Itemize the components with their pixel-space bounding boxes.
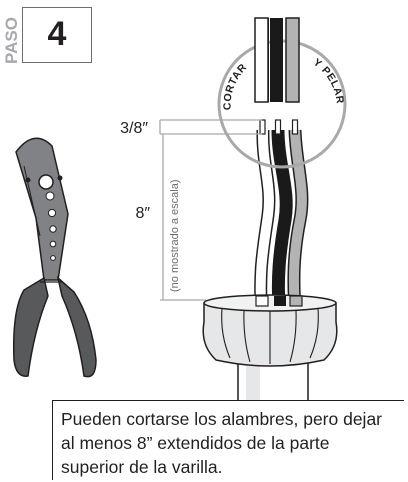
step-number-box: 4 [22, 7, 92, 63]
step-number: 4 [47, 15, 67, 53]
dimension-lines [159, 119, 262, 301]
stripped-wire-ends [259, 119, 299, 135]
instruction-caption: Pueden cortarse los alambres, pero dejar… [52, 400, 404, 480]
stripper-pliers [12, 137, 97, 378]
cut-wire-section [254, 17, 300, 103]
step-prefix-text: PASO [2, 17, 20, 64]
gray-wire [287, 129, 309, 321]
white-wire [254, 129, 276, 321]
wires-into-nut [255, 295, 303, 307]
wire-nut [202, 294, 338, 367]
black-wire [271, 129, 293, 321]
step-prefix-label: PASO [2, 17, 20, 64]
cut-label: CORTAR [222, 61, 250, 110]
instruction-text: Pueden cortarse los alambres, pero dejar… [61, 409, 383, 477]
wire-length-label: 8″ [135, 205, 150, 222]
not-to-scale-note: (no mostrado a escala) [169, 180, 181, 293]
strip-length-label: 3/8″ [120, 120, 148, 137]
